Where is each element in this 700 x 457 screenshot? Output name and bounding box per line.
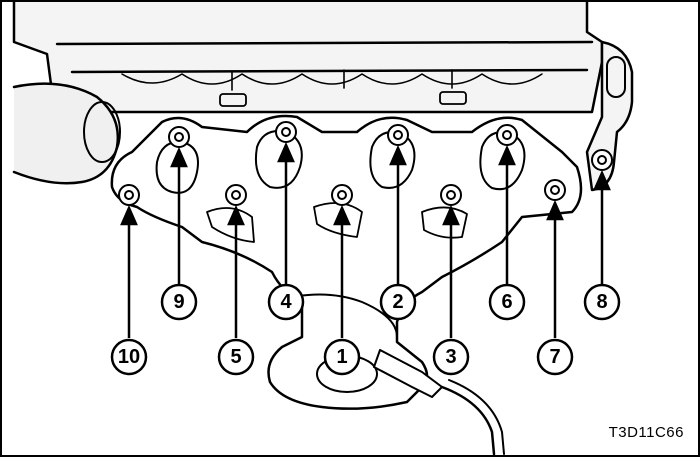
bolt-head-1 bbox=[331, 184, 353, 206]
head-lower-ridge bbox=[70, 68, 589, 74]
bolt-head-2 bbox=[387, 124, 409, 146]
callout-5: 5 bbox=[217, 338, 255, 376]
svg-text:2: 2 bbox=[392, 291, 403, 313]
bracket-slot bbox=[606, 56, 626, 98]
svg-text:6: 6 bbox=[501, 291, 512, 313]
bolt-head-5 bbox=[225, 184, 247, 206]
runner-opening-2 bbox=[254, 130, 303, 189]
bolt-head-4 bbox=[275, 121, 297, 143]
callout-1: 1 bbox=[323, 338, 361, 376]
head-upper-ridge bbox=[55, 40, 594, 46]
arrow-10 bbox=[120, 204, 138, 338]
callout-9: 9 bbox=[160, 283, 198, 321]
runner-gap-2 bbox=[313, 202, 363, 238]
svg-text:9: 9 bbox=[173, 291, 184, 313]
svg-text:1: 1 bbox=[336, 346, 347, 368]
arrow-3 bbox=[442, 204, 460, 338]
sensor-wire-2 bbox=[448, 379, 505, 455]
svg-text:7: 7 bbox=[549, 346, 560, 368]
callout-6: 6 bbox=[488, 283, 526, 321]
svg-text:5: 5 bbox=[230, 346, 241, 368]
bolt-heads bbox=[118, 121, 613, 206]
head-cast-edge bbox=[121, 73, 543, 85]
runner-gap-3 bbox=[421, 206, 468, 239]
head-tab-right bbox=[439, 91, 467, 105]
arrow-1 bbox=[333, 204, 351, 338]
left-pipe-end bbox=[83, 101, 121, 163]
callout-2: 2 bbox=[379, 283, 417, 321]
bolt-head-10 bbox=[118, 184, 140, 206]
callout-3: 3 bbox=[432, 338, 470, 376]
callout-10: 10 bbox=[110, 338, 148, 376]
arrow-8 bbox=[593, 169, 611, 285]
arrow-2 bbox=[389, 144, 407, 285]
arrow-7 bbox=[546, 199, 564, 338]
arrow-6 bbox=[498, 144, 516, 285]
svg-text:8: 8 bbox=[596, 291, 607, 313]
head-tab-left bbox=[219, 93, 247, 107]
arrow-9 bbox=[170, 146, 188, 285]
svg-text:10: 10 bbox=[118, 346, 140, 368]
bolt-head-3 bbox=[440, 184, 462, 206]
sensor-wire bbox=[440, 385, 496, 455]
arrow-5 bbox=[227, 204, 245, 338]
callout-7: 7 bbox=[536, 338, 574, 376]
cylinder-head bbox=[12, 2, 604, 114]
bolt-head-7 bbox=[544, 179, 566, 201]
figure-code: T3D11C66 bbox=[608, 424, 684, 441]
svg-text:4: 4 bbox=[280, 291, 292, 313]
arrow-4 bbox=[277, 141, 295, 285]
callout-4: 4 bbox=[267, 283, 305, 321]
bolt-head-6 bbox=[496, 124, 518, 146]
oxygen-sensor bbox=[373, 349, 443, 398]
runner-gap-1 bbox=[206, 207, 255, 243]
leader-arrows bbox=[120, 141, 611, 338]
callout-8: 8 bbox=[583, 283, 621, 321]
svg-text:3: 3 bbox=[445, 346, 456, 368]
bolt-head-8 bbox=[591, 149, 613, 171]
bolt-head-9 bbox=[168, 126, 190, 148]
